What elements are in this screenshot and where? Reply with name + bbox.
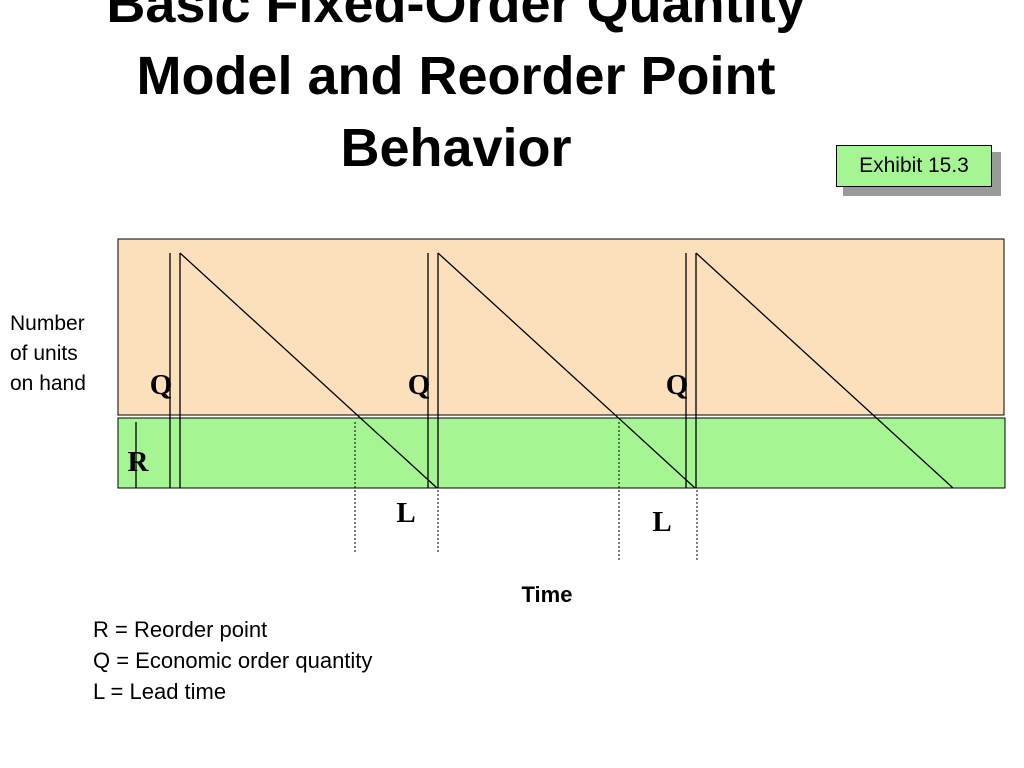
q-label-3: Q bbox=[666, 369, 689, 401]
q-label-2: Q bbox=[408, 369, 431, 401]
depletion-line-2 bbox=[437, 252, 696, 489]
q-label-1: Q bbox=[150, 369, 173, 401]
legend-item-q: Q = Economic order quantity bbox=[93, 648, 373, 673]
x-axis-label: Time bbox=[521, 582, 573, 607]
y-axis-label-line-1: Number bbox=[10, 312, 85, 335]
title-line-1: Basic Fixed-Order Quantity bbox=[106, 0, 806, 34]
depletion-line-3 bbox=[695, 252, 954, 489]
depletion-line-1 bbox=[179, 252, 438, 489]
legend-item-r: R = Reorder point bbox=[93, 617, 268, 642]
r-label: R bbox=[128, 446, 150, 478]
y-axis-label-line-2: of units bbox=[10, 342, 78, 365]
title-line-3: Behavior bbox=[340, 118, 572, 178]
legend-item-l: L = Lead time bbox=[93, 679, 227, 704]
page-title: Basic Fixed-Order Quantity Model and Reo… bbox=[0, 0, 912, 184]
l-label-2: L bbox=[652, 506, 671, 538]
l-label-1: L bbox=[396, 497, 415, 529]
y-axis-label: Number of units on hand bbox=[10, 309, 86, 399]
legend: R = Reorder point Q = Economic order qua… bbox=[93, 614, 372, 707]
title-line-2: Model and Reorder Point bbox=[136, 46, 776, 106]
y-axis-label-line-3: on hand bbox=[10, 372, 86, 395]
reorder-point-band bbox=[117, 417, 1006, 489]
inventory-band bbox=[117, 238, 1005, 416]
exhibit-badge: Exhibit 15.3 bbox=[836, 145, 992, 187]
